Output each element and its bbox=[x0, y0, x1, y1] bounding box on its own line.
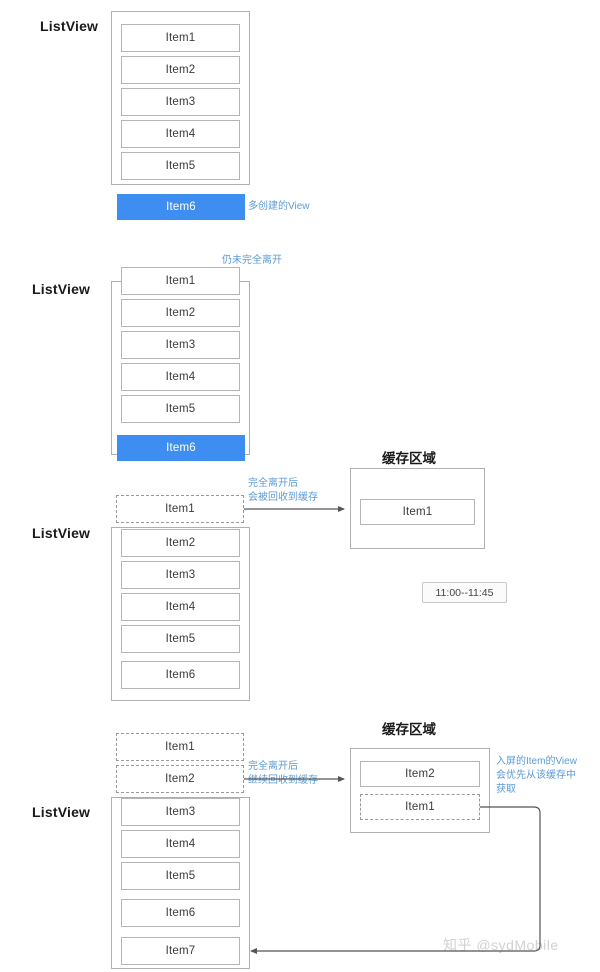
stage1-item-2[interactable]: Item3 bbox=[121, 88, 240, 116]
stage4-cache-item-1[interactable]: Item1 bbox=[360, 794, 480, 820]
stage2-listview-label: ListView bbox=[32, 281, 91, 297]
watermark: 知乎 @sydMobile bbox=[443, 937, 559, 953]
stage3-listview-label: ListView bbox=[32, 525, 91, 541]
stage3-item-3[interactable]: Item5 bbox=[121, 625, 240, 653]
stage1-viewport bbox=[111, 11, 250, 185]
stage3-item-1[interactable]: Item3 bbox=[121, 561, 240, 589]
stage3-cache-title: 缓存区域 bbox=[382, 451, 436, 466]
stage3-cache-item-0[interactable]: Item1 bbox=[360, 499, 475, 525]
stage4-listview-label: ListView bbox=[32, 804, 91, 820]
stage1-item-3[interactable]: Item4 bbox=[121, 120, 240, 148]
stage1-extra-item[interactable]: Item6 bbox=[117, 194, 245, 220]
stage3-viewport bbox=[111, 527, 250, 701]
stage4-recycled-item-0[interactable]: Item1 bbox=[116, 733, 244, 761]
stage4-item-0[interactable]: Item3 bbox=[121, 798, 240, 826]
stage4-arrow-note: 完全离开后 继续回收到缓存 bbox=[248, 761, 318, 786]
stage2-item-0[interactable]: Item1 bbox=[121, 267, 240, 295]
stage4-viewport bbox=[111, 797, 250, 969]
stage4-reuse-note: 入屏的Item的View 会优先从该缓存中 获取 bbox=[496, 756, 577, 795]
stage2-item-4[interactable]: Item5 bbox=[121, 395, 240, 423]
stage3-item-4[interactable]: Item6 bbox=[121, 661, 240, 689]
stage2-item-3[interactable]: Item4 bbox=[121, 363, 240, 391]
stage2-item-2[interactable]: Item3 bbox=[121, 331, 240, 359]
stage1-listview-label: ListView bbox=[40, 18, 99, 34]
stage3-recycled-item-0[interactable]: Item1 bbox=[116, 495, 244, 523]
stage1-item-0[interactable]: Item1 bbox=[121, 24, 240, 52]
stage4-item-3[interactable]: Item6 bbox=[121, 899, 240, 927]
stage4-recycled-item-1[interactable]: Item2 bbox=[116, 765, 244, 793]
stage4-cache-title: 缓存区域 bbox=[382, 722, 436, 737]
stage1-item-4[interactable]: Item5 bbox=[121, 152, 240, 180]
stage3-arrow-note: 完全离开后 会被回收到缓存 bbox=[248, 478, 318, 503]
stage2-item-1[interactable]: Item2 bbox=[121, 299, 240, 327]
timestamp-badge: 11:00--11:45 bbox=[422, 582, 507, 603]
stage2-note: 仍未完全离开 bbox=[222, 255, 282, 266]
stage1-note: 多创建的View bbox=[248, 201, 310, 212]
stage3-item-0[interactable]: Item2 bbox=[121, 529, 240, 557]
stage2-highlight-item[interactable]: Item6 bbox=[117, 435, 245, 461]
stage1-item-1[interactable]: Item2 bbox=[121, 56, 240, 84]
stage4-item-1[interactable]: Item4 bbox=[121, 830, 240, 858]
stage3-item-2[interactable]: Item4 bbox=[121, 593, 240, 621]
stage4-item-4[interactable]: Item7 bbox=[121, 937, 240, 965]
stage4-item-2[interactable]: Item5 bbox=[121, 862, 240, 890]
stage4-cache-item-0[interactable]: Item2 bbox=[360, 761, 480, 787]
